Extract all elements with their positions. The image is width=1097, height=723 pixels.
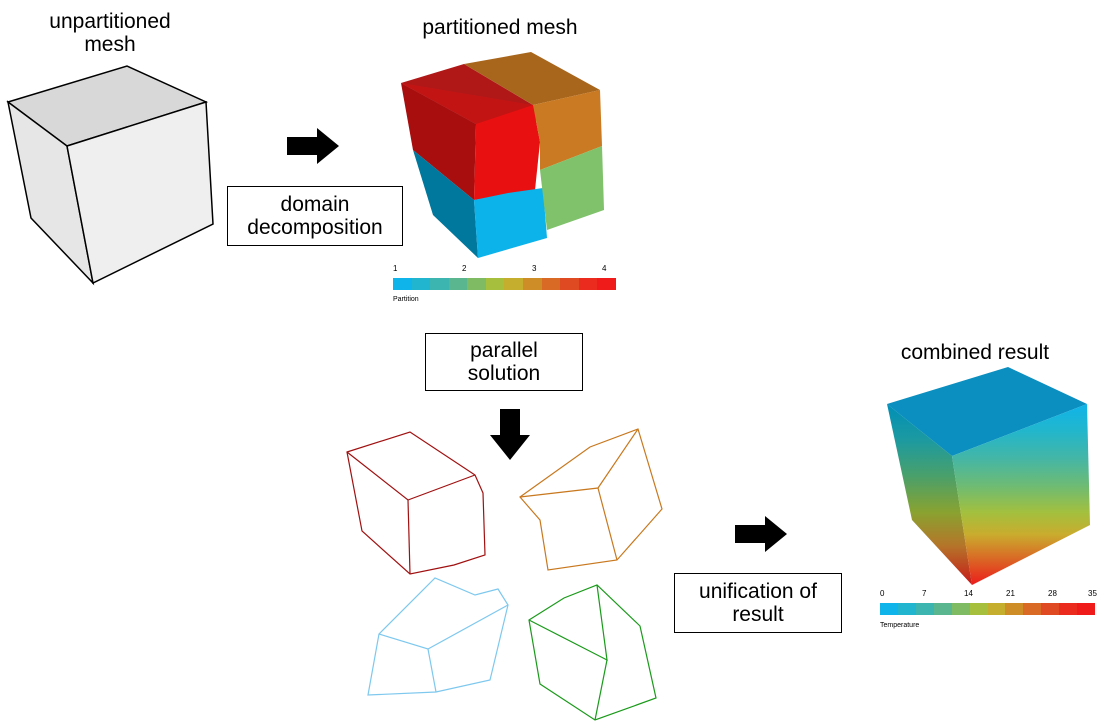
right-arrow-icon: [287, 128, 339, 164]
partition-colorbar-title: Partition: [393, 296, 419, 303]
colorbar-segment: [560, 278, 579, 290]
colorbar-segment: [1041, 603, 1060, 615]
combined-result-label: combined result: [900, 341, 1050, 364]
colorbar-segment: [915, 603, 934, 615]
colorbar-segment: [448, 278, 468, 290]
orange-partition-wireframe: [519, 428, 663, 571]
parallel-solution-box: parallel solution: [425, 333, 583, 391]
colorbar-segment: [933, 603, 952, 615]
red-partition-wireframe: [346, 431, 486, 575]
temperature-colorbar: [880, 603, 1096, 615]
temperature-tick: 35: [1088, 589, 1097, 598]
colorbar-segment: [523, 278, 542, 290]
temperature-tick: 0: [880, 589, 885, 598]
green-partition-wireframe: [528, 584, 657, 721]
down-arrow-icon: [490, 409, 530, 460]
domain-decomposition-box: domain decomposition: [227, 186, 403, 246]
colorbar-segment: [430, 278, 449, 290]
unification-box: unification of result: [674, 573, 842, 633]
colorbar-segment: [1023, 603, 1042, 615]
colorbar-segment: [541, 278, 561, 290]
colorbar-segment: [393, 278, 412, 290]
colorbar-segment: [1059, 603, 1078, 615]
colorbar-segment: [578, 278, 598, 290]
temperature-tick: 7: [922, 589, 927, 598]
partition-colorbar: [393, 278, 616, 290]
right-arrow-icon-2: [735, 516, 787, 552]
partitioned-mesh-label: partitioned mesh: [422, 16, 578, 39]
colorbar-segment: [1005, 603, 1024, 615]
colorbar-segment: [969, 603, 988, 615]
colorbar-segment: [951, 603, 970, 615]
temperature-tick: 21: [1006, 589, 1015, 598]
colorbar-segment: [880, 603, 898, 615]
unpartitioned-mesh-label: unpartitioned mesh: [49, 10, 171, 56]
colorbar-segment: [987, 603, 1006, 615]
partition-tick: 4: [602, 264, 607, 273]
colorbar-segment: [467, 278, 486, 290]
temperature-colorbar-title: Temperature: [880, 622, 920, 629]
colorbar-segment: [897, 603, 916, 615]
colorbar-segment: [597, 278, 616, 290]
colorbar-segment: [411, 278, 431, 290]
partition-tick: 2: [462, 264, 467, 273]
colorbar-segment: [485, 278, 505, 290]
partition-tick: 1: [393, 264, 398, 273]
temperature-tick: 14: [964, 589, 973, 598]
blue-partition-wireframe: [367, 577, 509, 696]
partition-tick: 3: [532, 264, 537, 273]
colorbar-segment: [504, 278, 524, 290]
colorbar-segment: [1077, 603, 1096, 615]
temperature-tick: 28: [1048, 589, 1057, 598]
